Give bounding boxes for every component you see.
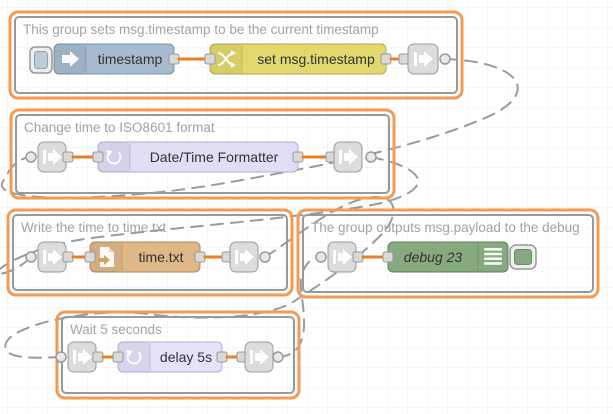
link-out-port[interactable] bbox=[259, 251, 271, 263]
input-port[interactable] bbox=[382, 251, 394, 263]
link-in-icon bbox=[43, 149, 62, 165]
node-link-out-format[interactable] bbox=[325, 141, 377, 173]
link-out-port[interactable] bbox=[272, 351, 284, 363]
input-port[interactable] bbox=[112, 351, 124, 363]
node-link-out-timestamp[interactable] bbox=[398, 43, 451, 75]
node-link-out-wait[interactable] bbox=[236, 341, 284, 373]
link-out-port[interactable] bbox=[365, 151, 377, 163]
link-out-icon bbox=[250, 349, 269, 365]
inject-button[interactable] bbox=[29, 46, 53, 74]
input-port[interactable] bbox=[92, 151, 104, 163]
group-title: This group sets msg.timestamp to be the … bbox=[23, 22, 379, 37]
node-inject-timestamp[interactable]: timestamp bbox=[53, 43, 180, 75]
link-wire-timestamp-to-format[interactable] bbox=[0, 58, 519, 199]
group-title: Wait 5 seconds bbox=[70, 322, 162, 337]
input-port[interactable] bbox=[204, 53, 216, 65]
group-wait[interactable]: Wait 5 seconds delay 5s bbox=[55, 310, 301, 400]
link-out-icon bbox=[414, 51, 433, 67]
node-link-in-wait[interactable] bbox=[55, 341, 104, 373]
inject-icon bbox=[62, 51, 79, 67]
group-debug-output[interactable]: The group outputs msg.payload to the deb… bbox=[296, 208, 600, 299]
node-debug-23[interactable]: debug 23 bbox=[382, 241, 509, 273]
link-in-port[interactable] bbox=[315, 251, 327, 263]
timer-icon bbox=[126, 350, 142, 365]
link-wire-wait-to-debug[interactable] bbox=[277, 256, 322, 358]
debug-sidebar-icon bbox=[484, 248, 502, 265]
node-file-time-txt[interactable]: time.txt bbox=[84, 241, 206, 273]
link-in-port[interactable] bbox=[25, 251, 37, 263]
link-in-icon bbox=[43, 249, 62, 265]
input-port[interactable] bbox=[84, 251, 96, 263]
debug-toggle-button[interactable] bbox=[509, 244, 537, 270]
node-link-out-write[interactable] bbox=[221, 241, 271, 273]
node-link-in-debug[interactable] bbox=[315, 241, 364, 273]
node-change-set-msg-timestamp[interactable]: set msg.timestamp bbox=[204, 43, 392, 75]
file-icon bbox=[98, 247, 114, 267]
group-title: The group outputs msg.payload to the deb… bbox=[311, 220, 580, 235]
node-datetime-formatter[interactable]: Date/Time Formatter bbox=[92, 141, 304, 173]
link-in-port[interactable] bbox=[25, 151, 37, 163]
group-write-file[interactable]: Write the time to time.txt time.txt bbox=[6, 208, 294, 297]
node-label: time.txt bbox=[138, 249, 183, 265]
link-in-port[interactable] bbox=[55, 351, 67, 363]
link-out-icon bbox=[339, 149, 358, 165]
link-in-icon bbox=[73, 349, 92, 365]
node-label: Date/Time Formatter bbox=[150, 149, 279, 165]
node-link-in-write[interactable] bbox=[25, 241, 74, 273]
node-link-in-format[interactable] bbox=[25, 141, 74, 173]
group-iso8601-format[interactable]: Change time to ISO8601 format Date/Time … bbox=[9, 108, 396, 200]
node-label: debug 23 bbox=[404, 249, 463, 265]
group-set-timestamp[interactable]: This group sets msg.timestamp to be the … bbox=[8, 10, 464, 100]
node-label: timestamp bbox=[98, 51, 163, 67]
link-in-icon bbox=[333, 249, 352, 265]
group-title: Write the time to time.txt bbox=[21, 220, 167, 235]
group-title: Change time to ISO8601 format bbox=[24, 120, 215, 135]
link-out-port[interactable] bbox=[439, 53, 451, 65]
change-icon bbox=[217, 50, 236, 68]
timer-icon bbox=[106, 150, 122, 165]
node-label: delay 5s bbox=[160, 349, 212, 365]
link-out-icon bbox=[235, 249, 254, 265]
link-wire-write-to-wait[interactable] bbox=[4, 196, 395, 359]
node-delay-5s[interactable]: delay 5s bbox=[112, 341, 228, 373]
node-label: set msg.timestamp bbox=[257, 51, 375, 67]
